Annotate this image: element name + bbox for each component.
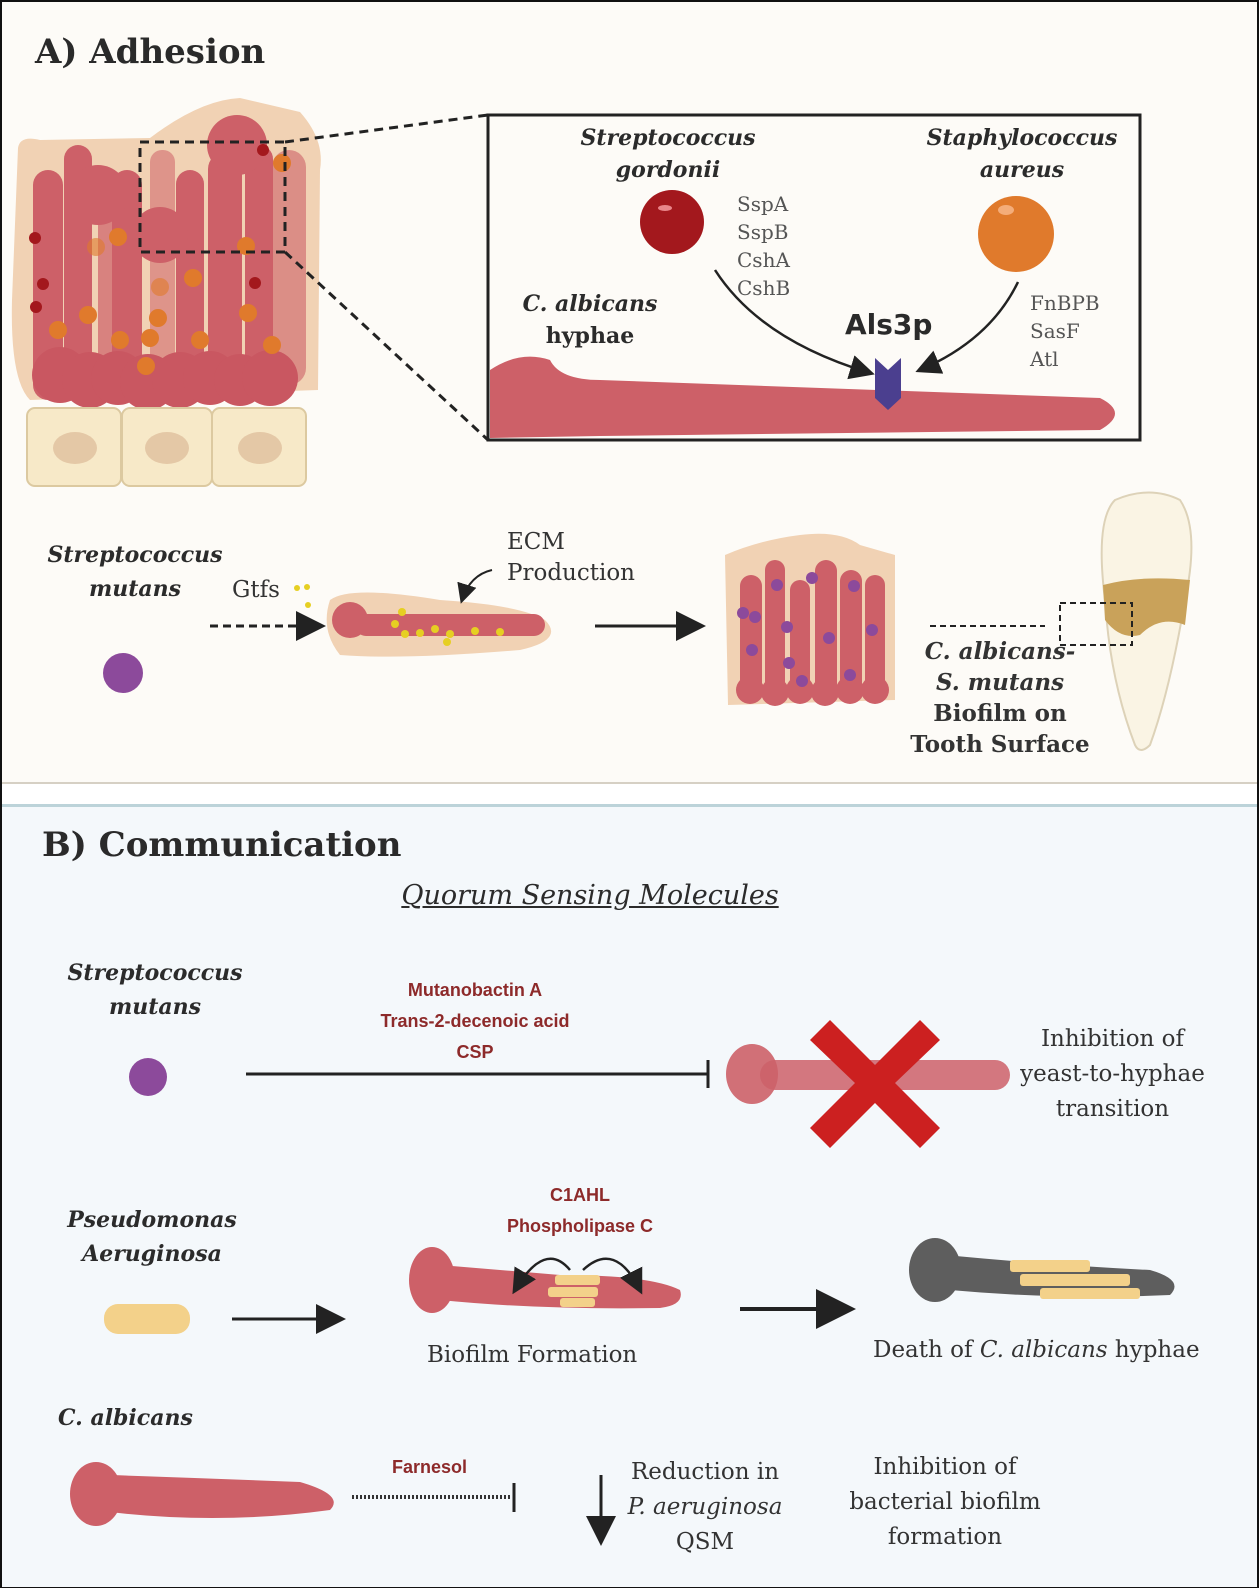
tooth-label-line3: Biofilm on (933, 700, 1067, 727)
row3-reduction-line3: QSM (675, 1529, 735, 1555)
row2-outcome-species: C. albicans (979, 1337, 1108, 1363)
row3-species-label: C. albicans (58, 1405, 193, 1431)
als3p-label: Als3p (845, 308, 933, 341)
row3-reduction-line2: P. aeruginosa (627, 1494, 783, 1520)
row2-outcome: Death of C. albicans hyphae (873, 1335, 1200, 1366)
row3-outcome-line2: bacterial biofilm (849, 1489, 1041, 1515)
s-aureus-cell-icon (978, 196, 1054, 272)
tooth-label-line2: S. mutans (935, 669, 1065, 696)
biofilm-cluster-illustration (11, 98, 490, 487)
row1-outcome-line3: transition (1055, 1096, 1170, 1122)
row2-molecules: C1AHL Phospholipase C (480, 1180, 680, 1242)
tooth-label-line4: Tooth Surface (910, 731, 1090, 758)
communication-row-s-mutans (129, 1020, 1010, 1148)
row1-outcome-line2: yeast-to-hyphae (1020, 1061, 1205, 1087)
s-mutans-label-line1: Streptococcus (47, 542, 223, 568)
row1-species-line2: mutans (108, 994, 202, 1020)
molecule-label: Mutanobactin A (407, 980, 543, 1000)
panel-b-title: B) Communication (42, 825, 402, 865)
row1-outcome: Inhibition of yeast-to-hyphae transition (1005, 1022, 1220, 1127)
panel-a-title: A) Adhesion (35, 32, 266, 72)
s-gordonii-cell-icon (640, 190, 704, 254)
c-albicans-hyphae-label: C. albicans hyphae (520, 288, 660, 352)
quorum-sensing-heading: Quorum Sensing Molecules (401, 880, 779, 911)
hyphae-label-line2: hyphae (545, 323, 635, 349)
s-gordonii-label: Streptococcus gordonii (578, 122, 758, 186)
gene-label: CshA (737, 248, 790, 272)
s-gordonii-adhesins: SspA SspB CshA CshB (737, 190, 790, 302)
s-mutans-label: Streptococcus mutans (35, 538, 235, 606)
hyphae-shape (490, 356, 1115, 438)
molecule-label: CSP (456, 1042, 494, 1062)
row3-outcome-line1: Inhibition of (873, 1454, 1017, 1480)
s-aureus-label-line2: aureus (979, 157, 1065, 183)
row2-outcome-prefix: Death of (873, 1337, 980, 1363)
row3-outcome: Inhibition of bacterial biofilm formation (835, 1450, 1055, 1555)
gtfs-label: Gtfs (232, 577, 280, 603)
s-gordonii-label-line1: Streptococcus (580, 125, 756, 151)
s-gordonii-label-line2: gordonii (615, 157, 721, 183)
ecm-production-label: ECM Production (507, 527, 635, 589)
ecm-label-line2: Production (507, 560, 635, 586)
adhesion-bottom-row (103, 491, 1193, 751)
row1-species-line1: Streptococcus (67, 960, 243, 986)
row1-outcome-line1: Inhibition of (1040, 1026, 1185, 1052)
gene-label: SasF (1030, 319, 1080, 343)
row2-species-line2: Aeruginosa (82, 1241, 222, 1267)
adhesion-inset (486, 113, 1142, 442)
row2-outcome-suffix: hyphae (1107, 1337, 1200, 1363)
gene-label: FnBPB (1030, 291, 1100, 315)
gene-label: CshB (737, 276, 791, 300)
communication-row-p-aeruginosa (104, 1238, 1175, 1334)
communication-row-c-albicans (70, 1462, 616, 1546)
inhibition-x-icon (810, 1020, 940, 1148)
panel-communication (2, 804, 1257, 1587)
molecule-label: Trans-2-decenoic acid (380, 1011, 570, 1031)
als3p-receptor-icon (875, 358, 901, 410)
arrow-gordonii-to-als3p (713, 269, 875, 380)
gene-label: Atl (1030, 347, 1059, 371)
row3-reduction-line1: Reduction in (630, 1459, 780, 1485)
gene-label: SspA (737, 192, 789, 216)
row2-species-line1: Pseudomonas (67, 1207, 237, 1233)
s-mutans-label-line2: mutans (88, 576, 182, 602)
tooth-label-line1: C. albicans- (924, 638, 1076, 665)
arrow-aureus-to-als3p (915, 281, 1020, 374)
molecule-label: C1AHL (549, 1185, 610, 1205)
row1-species-label: Streptococcus mutans (55, 956, 255, 1024)
row3-outcome-line3: formation (887, 1524, 1003, 1550)
hyphae-label-line1: C. albicans (522, 291, 658, 317)
ecm-label-line1: ECM (507, 529, 565, 555)
s-aureus-adhesins: FnBPB SasF Atl (1030, 289, 1100, 373)
molecule-label: Phospholipase C (506, 1216, 654, 1236)
s-aureus-label-line1: Staphylococcus (926, 125, 1118, 151)
farnesol-label: Farnesol (392, 1457, 468, 1477)
gene-label: SspB (737, 220, 789, 244)
s-aureus-label: Staphylococcus aureus (922, 122, 1122, 186)
panel-divider (2, 782, 1257, 806)
biofilm-formation-label: Biofilm Formation (427, 1342, 638, 1368)
